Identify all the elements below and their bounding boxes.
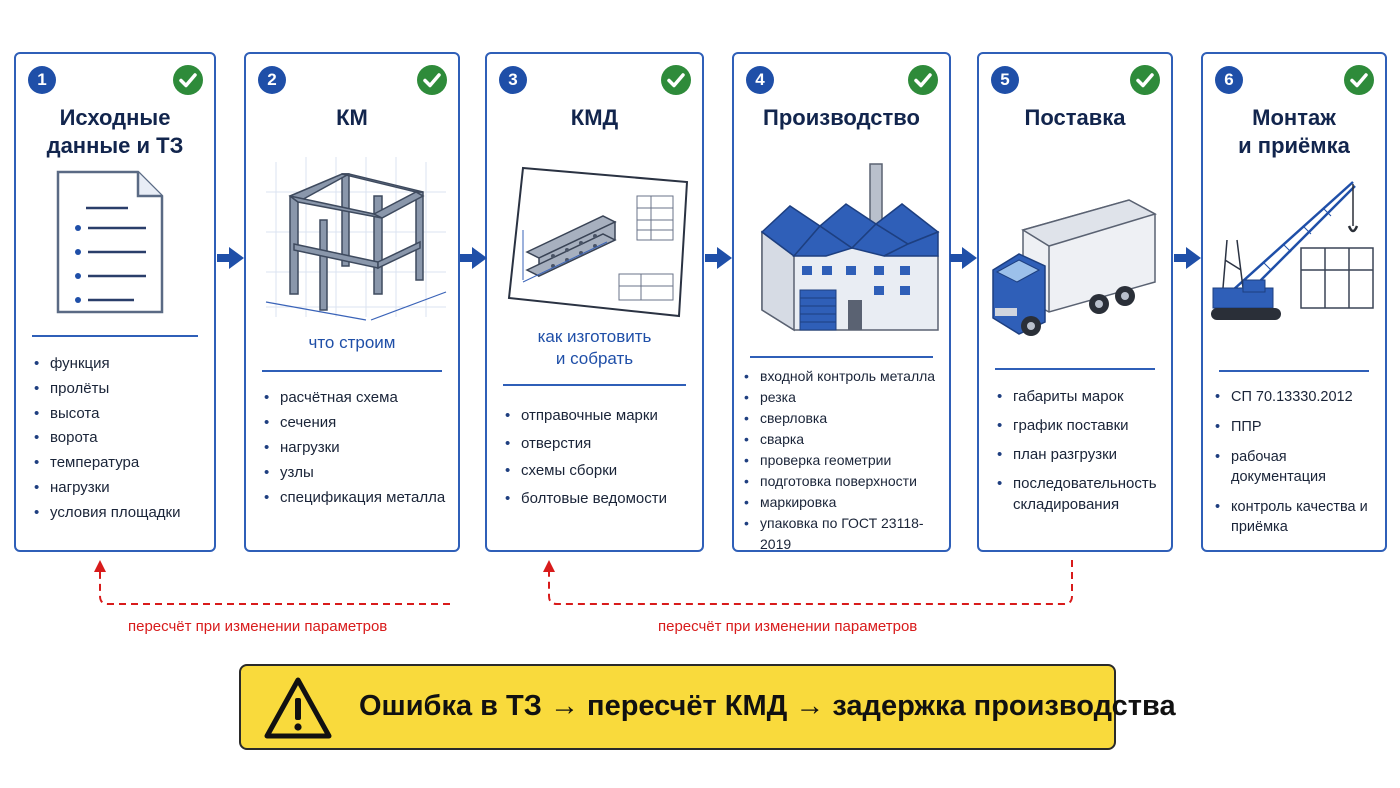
list-item: последовательность складирования (997, 473, 1163, 515)
list-item: спецификация металла (264, 485, 450, 510)
step-items: расчётная схема сечения нагрузки узлы сп… (264, 385, 450, 510)
step-title: Производство (763, 105, 920, 130)
list-item: схемы сборки (505, 457, 694, 485)
step-items: СП 70.13330.2012 ППР рабочая документаци… (1215, 387, 1377, 537)
step-subtitle: что строим (308, 333, 396, 352)
list-item: график поставки (997, 415, 1163, 436)
list-item: температура (34, 451, 206, 476)
crane-icon (1211, 181, 1374, 320)
step-title: КМ (336, 105, 368, 130)
check-icon (908, 65, 938, 95)
step-card-2: 2 КМ что строим расчётная схема сечения … (244, 52, 460, 552)
list-item: ППР (1215, 417, 1377, 437)
step-title: КМД (570, 105, 619, 130)
steel-frame-icon (265, 157, 447, 321)
step-items: отправочные марки отверстия схемы сборки… (505, 402, 694, 512)
list-item: входной контроль металла (744, 366, 941, 387)
list-item: СП 70.13330.2012 (1215, 387, 1377, 407)
document-icon (56, 170, 164, 314)
step-card-4: 4 Производство входной контроль металла … (732, 52, 951, 552)
arrow-right-icon (950, 247, 977, 269)
divider (995, 368, 1155, 370)
list-item: маркировка (744, 492, 941, 513)
list-item: резка (744, 387, 941, 408)
step-number: 2 (258, 66, 286, 94)
list-item: узлы (264, 460, 450, 485)
arrow-right-icon (1174, 247, 1201, 269)
feedback-label-right: пересчёт при изменении параметров (658, 618, 918, 635)
list-item: подготовка поверхности (744, 471, 941, 492)
list-item: план разгрузки (997, 444, 1163, 465)
divider (503, 384, 686, 386)
list-item: функция (34, 352, 206, 377)
list-item: болтовые ведомости (505, 485, 694, 513)
step-number: 5 (991, 66, 1019, 94)
step-card-5: 5 Поставка габариты марок график поставк… (977, 52, 1173, 552)
check-icon (661, 65, 691, 95)
list-item: контроль качества и приёмка (1215, 497, 1377, 537)
truck-icon (992, 199, 1157, 336)
list-item: отверстия (505, 430, 694, 458)
warning-banner: Ошибка в ТЗ → пересчёт КМД → задержка пр… (239, 664, 1176, 750)
list-item: расчётная схема (264, 385, 450, 410)
list-item: пролёты (34, 377, 206, 402)
list-item: проверка геометрии (744, 450, 941, 471)
warning-icon (264, 677, 332, 739)
check-icon (173, 65, 203, 95)
list-item: сварка (744, 429, 941, 450)
divider (32, 335, 198, 337)
factory-icon (760, 163, 940, 332)
check-icon (1344, 65, 1374, 95)
step-number: 6 (1215, 66, 1243, 94)
step-title: Поставка (1024, 105, 1126, 130)
check-icon (417, 65, 447, 95)
list-item: нагрузки (34, 476, 206, 501)
list-item: условия площадки (34, 501, 206, 526)
step-items: функция пролёты высота ворота температур… (34, 352, 206, 526)
list-item: упаковка по ГОСТ 23118-2019 (744, 513, 941, 555)
step-items: габариты марок график поставки план разг… (997, 386, 1163, 515)
arrow-right-icon (460, 247, 487, 269)
step-number: 3 (499, 66, 527, 94)
list-item: нагрузки (264, 435, 450, 460)
arrow-right-icon (217, 247, 244, 269)
feedback-label-left: пересчёт при изменении параметров (128, 618, 388, 635)
list-item: ворота (34, 426, 206, 451)
step-number: 4 (746, 66, 774, 94)
list-item: высота (34, 402, 206, 427)
shop-drawing-icon (507, 166, 689, 318)
list-item: отправочные марки (505, 402, 694, 430)
list-item: сечения (264, 410, 450, 435)
step-number: 1 (28, 66, 56, 94)
list-item: габариты марок (997, 386, 1163, 407)
list-item: рабочая документация (1215, 447, 1377, 487)
warning-text: Ошибка в ТЗ → пересчёт КМД → задержка пр… (359, 690, 1176, 722)
divider (262, 370, 442, 372)
check-icon (1130, 65, 1160, 95)
feedback-loops (94, 560, 1073, 605)
step-items: входной контроль металла резка сверловка… (744, 366, 941, 555)
divider (1219, 370, 1369, 372)
arrow-right-icon (705, 247, 732, 269)
divider (750, 356, 933, 358)
list-item: сверловка (744, 408, 941, 429)
